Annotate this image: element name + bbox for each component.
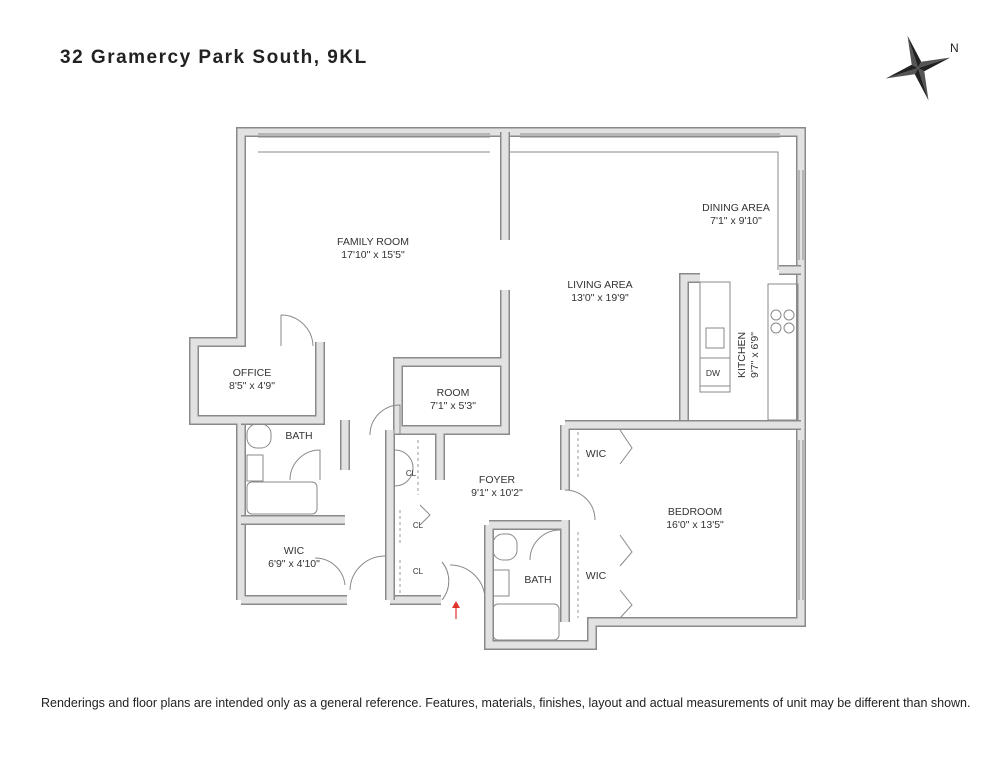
room-name-bedroom: BEDROOM	[668, 506, 722, 518]
closet-label-2: CL	[413, 521, 424, 530]
compass-rose-icon	[885, 35, 951, 101]
bath-label-left: BATH	[285, 430, 312, 442]
room-name-wic-left: WIC	[284, 545, 305, 557]
kitchen-fixtures	[699, 281, 799, 421]
door-swings	[280, 314, 633, 619]
closet-label-3: CL	[413, 567, 424, 576]
wic-label-top: WIC	[586, 448, 607, 460]
room-dims-foyer: 9'1" x 10'2"	[471, 487, 523, 499]
room-dims-room: 7'1" x 5'3"	[430, 400, 476, 412]
entry-arrow-icon	[452, 601, 460, 619]
walls	[189, 127, 806, 650]
room-name-room: ROOM	[437, 387, 470, 399]
wic-label-bottom: WIC	[586, 570, 607, 582]
room-name-foyer: FOYER	[479, 474, 516, 486]
room-name-living-area: LIVING AREA	[567, 279, 632, 291]
dishwasher-label: DW	[706, 368, 720, 378]
bath-label-right: BATH	[524, 574, 551, 586]
room-dims-office: 8'5" x 4'9"	[229, 380, 275, 392]
room-dims-wic-left: 6'9" x 4'10"	[268, 558, 320, 570]
listing-title: 32 Gramercy Park South, 9KL	[60, 47, 368, 68]
room-name-dining-area: DINING AREA	[702, 202, 770, 214]
room-name-family-room: FAMILY ROOM	[337, 236, 409, 248]
disclaimer-text: Renderings and floor plans are intended …	[41, 696, 971, 710]
room-name-office: OFFICE	[233, 367, 272, 379]
room-dims-living-area: 13'0" x 19'9"	[571, 292, 629, 304]
room-dims-bedroom: 16'0" x 13'5"	[666, 519, 724, 531]
room-dims-kitchen: 9'7" x 6'9"	[749, 332, 761, 378]
room-name-kitchen: KITCHEN	[736, 332, 748, 378]
room-dims-family-room: 17'10" x 15'5"	[341, 249, 405, 261]
room-dims-dining-area: 7'1" x 9'10"	[710, 215, 762, 227]
compass-north-label: N	[950, 41, 959, 55]
bath-fixtures	[246, 423, 560, 641]
closet-label-1: CL	[406, 469, 417, 478]
